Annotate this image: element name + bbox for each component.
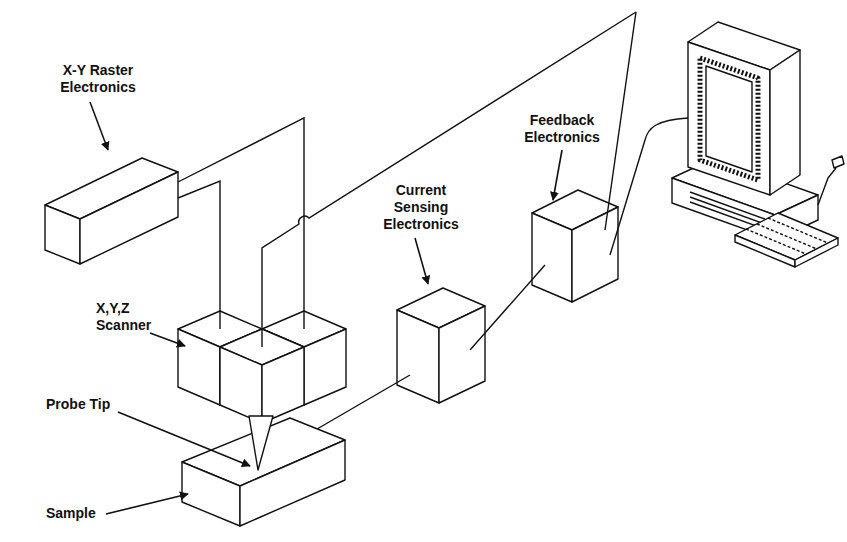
computer [735, 235, 795, 267]
sample-block [182, 462, 240, 526]
probe-tip [249, 416, 273, 470]
wire [470, 265, 545, 350]
computer [757, 224, 817, 249]
wire [262, 12, 636, 347]
electronics-box [45, 205, 80, 264]
computer [706, 66, 752, 172]
scanner-cube [304, 329, 346, 405]
computer [746, 229, 806, 254]
wire [305, 118, 688, 436]
scanner-cube [220, 347, 262, 423]
computer [700, 58, 758, 180]
electronics-box [532, 213, 572, 302]
component-label: Probe Tip [46, 396, 156, 413]
electronics-box [439, 306, 485, 403]
electronics-box [80, 172, 178, 264]
component-label: Feedback Electronics [510, 112, 614, 146]
computer [832, 156, 844, 168]
leader-arrow [90, 102, 562, 514]
electronics-box [397, 310, 439, 403]
component-label: X,Y,Z Scanner [96, 300, 166, 334]
electronics-box [572, 207, 618, 302]
computer [768, 218, 828, 243]
probe-tip [249, 416, 273, 470]
wire [178, 12, 636, 347]
leader-arrow [90, 102, 108, 150]
scanner-cube [178, 329, 220, 405]
wire [605, 12, 636, 230]
leader-arrow [150, 333, 185, 346]
wire [178, 181, 220, 329]
computer [690, 197, 765, 224]
computer [818, 168, 836, 205]
component-label: X-Y Raster Electronics [42, 62, 154, 96]
scanner-cube [262, 347, 304, 423]
component-label: Current Sensing Electronics [373, 182, 469, 233]
computer [688, 42, 770, 195]
leader-arrow [106, 494, 188, 514]
leader-arrow [415, 238, 428, 284]
component-label: Sample [46, 505, 126, 522]
leader-arrow [118, 412, 250, 466]
computer [770, 50, 800, 195]
leader-arrow [553, 150, 562, 200]
wire [178, 118, 304, 329]
computer [672, 22, 844, 267]
